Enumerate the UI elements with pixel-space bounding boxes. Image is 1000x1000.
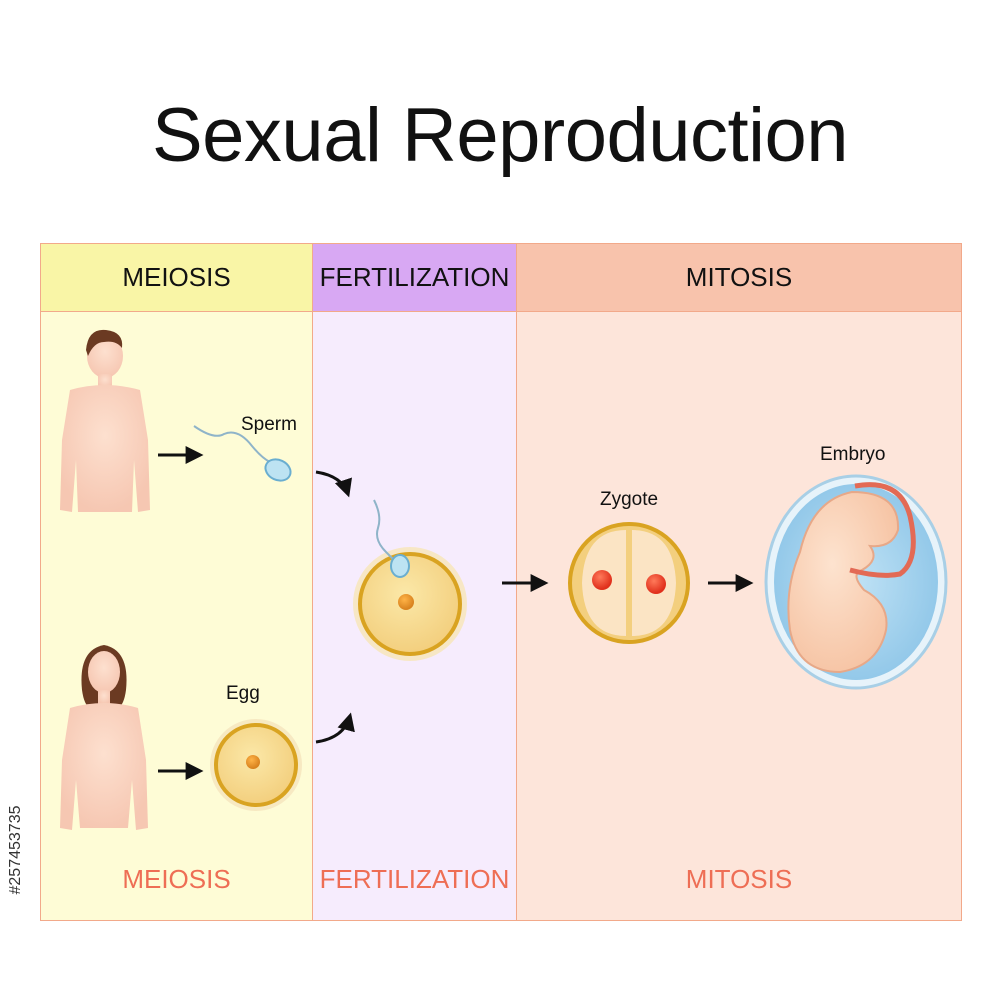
meiosis-header: MEIOSIS xyxy=(41,244,312,312)
egg-cell-icon xyxy=(210,719,302,811)
arrow-icon xyxy=(315,712,355,744)
page-title: Sexual Reproduction xyxy=(151,93,849,178)
meiosis-footer: MEIOSIS xyxy=(122,864,231,894)
female-body-icon xyxy=(60,645,148,830)
arrow-icon xyxy=(315,470,352,498)
zygote-label: Zygote xyxy=(600,489,659,510)
fertilized-egg-icon xyxy=(353,499,467,661)
fertilization-header: FERTILIZATION xyxy=(313,244,516,312)
male-body-icon xyxy=(60,329,150,512)
embryo-label: Embryo xyxy=(820,444,886,465)
sperm-label: Sperm xyxy=(241,414,297,435)
watermark-id: #257453735 xyxy=(7,805,24,895)
embryo-icon xyxy=(764,474,948,690)
sperm-icon xyxy=(193,425,292,482)
mitosis-header: MITOSIS xyxy=(517,244,961,312)
fertilization-footer: FERTILIZATION xyxy=(319,864,510,894)
egg-label: Egg xyxy=(226,683,260,704)
mitosis-footer: MITOSIS xyxy=(685,864,793,894)
zygote-icon xyxy=(568,522,690,644)
